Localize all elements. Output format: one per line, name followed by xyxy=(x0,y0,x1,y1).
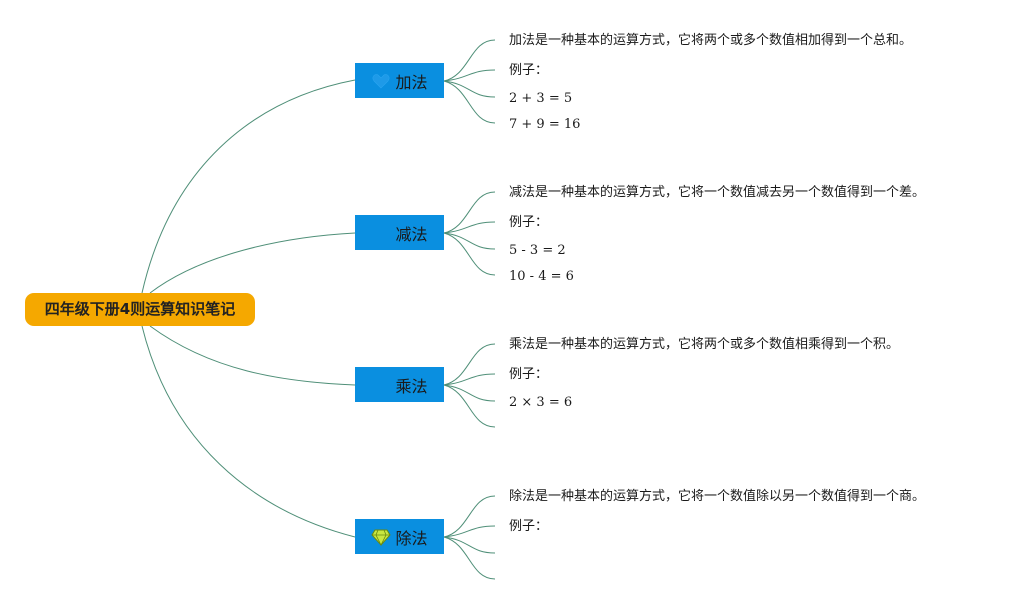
connector-subtraction-3 xyxy=(443,232,496,250)
multiplication-example-label: 例子： xyxy=(509,367,549,382)
connector-addition-2 xyxy=(443,69,496,82)
branch-division[interactable]: 除法 xyxy=(355,519,444,554)
branch-subtraction[interactable]: 减法 xyxy=(355,215,444,250)
connector-multiplication-4 xyxy=(443,384,496,428)
connector-subtraction-2 xyxy=(443,221,496,234)
connector-subtraction-4 xyxy=(443,232,496,276)
connector-addition-4 xyxy=(443,80,496,124)
connector-division-2 xyxy=(443,525,496,538)
connector-division-1 xyxy=(443,495,496,538)
connector-root-multiplication xyxy=(149,325,356,386)
branch-multiplication-label: 乘法 xyxy=(395,376,428,396)
addition-example-2: 7 + 9 = 16 xyxy=(509,117,581,132)
division-example-label: 例子： xyxy=(509,519,549,534)
addition-definition: 加法是一种基本的运算方式，它将两个或多个数值相加得到一个总和。 xyxy=(509,33,913,48)
connector-subtraction-1 xyxy=(443,191,496,234)
connector-root-addition xyxy=(141,79,356,294)
division-definition: 除法是一种基本的运算方式，它将一个数值除以另一个数值得到一个商。 xyxy=(509,489,926,504)
subtraction-example-2: 10 - 4 = 6 xyxy=(509,269,574,284)
subtraction-definition: 减法是一种基本的运算方式，它将一个数值减去另一个数值得到一个差。 xyxy=(509,185,926,200)
branch-division-label: 除法 xyxy=(395,528,428,548)
connector-root-subtraction xyxy=(149,232,356,294)
connector-multiplication-2 xyxy=(443,373,496,386)
branch-addition-label: 加法 xyxy=(395,72,428,92)
addition-example-1: 2 + 3 = 5 xyxy=(509,91,573,106)
branch-subtraction-label: 减法 xyxy=(395,224,428,244)
connector-multiplication-3 xyxy=(443,384,496,402)
branch-multiplication[interactable]: 乘法 xyxy=(355,367,444,402)
subtraction-example-1: 5 - 3 = 2 xyxy=(509,243,566,258)
root-topic[interactable]: 四年级下册4则运算知识笔记 xyxy=(25,293,255,326)
multiplication-example-1: 2 × 3 = 6 xyxy=(509,395,573,410)
heart-icon xyxy=(371,71,391,91)
connector-multiplication-1 xyxy=(443,343,496,386)
connector-root-division xyxy=(141,325,356,538)
connector-division-4 xyxy=(443,536,496,580)
subtraction-example-label: 例子： xyxy=(509,215,549,230)
connector-addition-1 xyxy=(443,39,496,82)
connector-division-3 xyxy=(443,536,496,554)
connector-addition-3 xyxy=(443,80,496,98)
addition-example-label: 例子： xyxy=(509,63,549,78)
diamond-icon xyxy=(371,527,392,547)
multiplication-definition: 乘法是一种基本的运算方式，它将两个或多个数值相乘得到一个积。 xyxy=(509,337,900,352)
branch-addition[interactable]: 加法 xyxy=(355,63,444,98)
